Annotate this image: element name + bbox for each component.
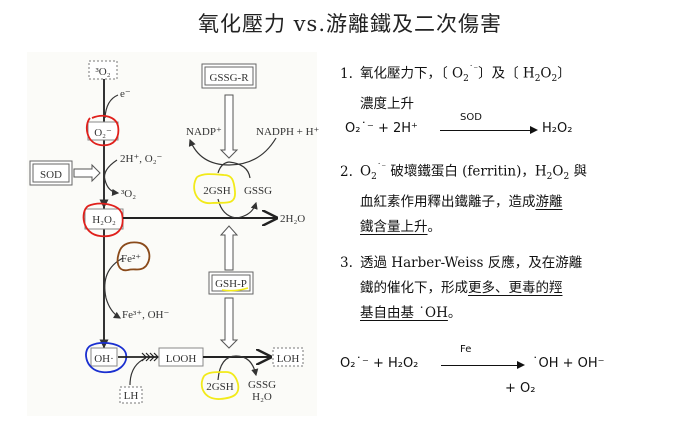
node-gsh-p: GSH-P bbox=[208, 271, 254, 295]
brown-highlight-circle bbox=[116, 241, 151, 272]
note-2-text-a: O bbox=[360, 163, 372, 180]
upper-2gsh: 2GSH bbox=[193, 173, 236, 204]
node-gssg-r: GSSG-R bbox=[201, 63, 257, 89]
note-2-text-c: 與 bbox=[569, 163, 587, 180]
lower-gssg-label: GSSG bbox=[248, 379, 276, 391]
note-1-text-a: 氧化壓力下，〔 O bbox=[360, 65, 464, 82]
eq2-lhs: O₂˙⁻ + H₂O₂ bbox=[340, 356, 419, 371]
node-h2o2: H₂O₂ bbox=[82, 202, 124, 238]
gsh-cycle-top-right bbox=[228, 161, 251, 179]
svg-text:OH·: OH· bbox=[94, 353, 114, 365]
chevron-arrows bbox=[141, 352, 159, 362]
note-2-text-b: 破壞鐵蛋白 (ferritin)，H bbox=[386, 163, 547, 180]
svg-text:SOD: SOD bbox=[40, 169, 62, 181]
yellow-highlight-circle bbox=[193, 173, 236, 204]
node-sod: SOD bbox=[29, 160, 73, 186]
svg-text:H₂O₂: H₂O₂ bbox=[92, 214, 116, 226]
sod-hollow-arrow bbox=[73, 163, 101, 183]
note-3: 3. 透過 Harber-Weiss 反應，及在游離 鐵的催化下，形成更多、更毒的… bbox=[340, 251, 582, 326]
lower-h2o-label: H₂O bbox=[252, 391, 272, 403]
gsh-cycle-bottom bbox=[217, 198, 258, 219]
gsh-p-up-hollow-arrow bbox=[219, 225, 239, 271]
node-looh: LOOH bbox=[158, 347, 204, 367]
svg-text:Fe²⁺: Fe²⁺ bbox=[121, 253, 141, 265]
node-loh: LOH bbox=[272, 347, 304, 367]
note-3-line-3-tail: 。 bbox=[447, 305, 462, 321]
eq1-lhs: O₂˙⁻ + 2H⁺ bbox=[345, 121, 418, 136]
note-2-line-3-underlined: 鐵含量上升 bbox=[360, 219, 428, 236]
red-highlight-circle bbox=[82, 202, 124, 238]
sod-inputs-label: 2H⁺, O₂⁻ bbox=[120, 153, 163, 165]
water-output-label: 2H₂O bbox=[280, 213, 305, 225]
yellow-highlight-underline bbox=[221, 287, 249, 292]
svg-text:O₂⁻: O₂⁻ bbox=[94, 127, 112, 139]
note-number: 2. bbox=[340, 163, 353, 180]
fenton-reaction-curve bbox=[104, 257, 124, 319]
eq2-arrow bbox=[441, 365, 519, 366]
eq2-arrowhead bbox=[517, 361, 525, 369]
note-3-line-3-underlined: 基自由基 ˙OH bbox=[360, 305, 448, 321]
red-highlight-circle bbox=[85, 114, 120, 147]
node-o2-triplet: ³O₂ bbox=[88, 60, 118, 80]
note-2-line-2: 血紅素作用釋出鐵離子，造成 bbox=[360, 194, 536, 211]
electron-arrow bbox=[104, 94, 119, 119]
svg-text:LH: LH bbox=[124, 390, 139, 402]
electron-label: e⁻ bbox=[120, 88, 131, 100]
fe3-oh-label: Fe³⁺, OH⁻ bbox=[122, 309, 169, 321]
eq1-catalyst: SOD bbox=[460, 112, 482, 123]
fe2-node: Fe²⁺ bbox=[116, 241, 151, 272]
svg-text:GSH-P: GSH-P bbox=[215, 278, 247, 290]
note-2: 2.O2˙⁻ 破壞鐵蛋白 (ferritin)，H2O2 與 血紅素作用釋出鐵離… bbox=[340, 156, 587, 240]
nadp-label: NADP⁺ bbox=[186, 126, 222, 138]
upper-gssg-label: GSSG bbox=[244, 185, 272, 197]
slide-title: 氧化壓力 vs.游離鐵及二次傷害 bbox=[198, 12, 502, 36]
eq1-arrow bbox=[440, 130, 532, 131]
sod-output-label: ³O₂ bbox=[121, 188, 136, 200]
note-3-line-2-underlined: 更多、更毒的羥 bbox=[468, 280, 563, 296]
note-3-line-2: 鐵的催化下，形成 bbox=[360, 280, 468, 296]
eq1-arrowhead bbox=[530, 126, 538, 134]
note-1-text-b: 〕及〔 H bbox=[478, 65, 535, 82]
gssg-r-hollow-arrow bbox=[219, 94, 239, 159]
node-hydroxyl: OH· bbox=[85, 341, 128, 374]
svg-text:GSSG-R: GSSG-R bbox=[209, 72, 249, 84]
note-number: 3. bbox=[340, 255, 353, 271]
gsh-cycle-top-left bbox=[217, 161, 230, 174]
note-2-line-3-tail: 。 bbox=[427, 219, 442, 236]
node-superoxide: O₂⁻ bbox=[85, 114, 120, 147]
nadph-reaction-curve bbox=[188, 137, 277, 166]
note-2-line-2-underlined: 游離 bbox=[535, 194, 563, 211]
note-1: 1.氧化壓力下，〔 O2˙⁻〕及〔 H2O2〕 濃度上升 bbox=[340, 58, 571, 117]
note-3-line-1: 透過 Harber-Weiss 反應，及在游離 bbox=[360, 255, 583, 271]
note-1-line-2: 濃度上升 bbox=[360, 96, 414, 113]
blue-highlight-circle bbox=[85, 341, 128, 374]
svg-text:LOOH: LOOH bbox=[166, 353, 197, 365]
equation-1: O₂˙⁻ + 2H⁺ bbox=[345, 121, 418, 136]
svg-text:³O₂: ³O₂ bbox=[95, 66, 110, 78]
eq1-rhs: H₂O₂ bbox=[542, 121, 573, 136]
lh-input-curve bbox=[129, 357, 147, 386]
svg-text:2GSH: 2GSH bbox=[203, 185, 231, 197]
eq2-rhs: ˙OH + OH⁻ bbox=[532, 356, 605, 371]
yellow-highlight-circle bbox=[200, 371, 240, 400]
note-1-text-c: 〕 bbox=[557, 65, 571, 82]
gsh-p-down-hollow-arrow bbox=[219, 297, 239, 349]
nadph-label: NADPH + H⁺ bbox=[256, 126, 320, 138]
note-number: 1. bbox=[340, 65, 353, 82]
svg-text:LOH: LOH bbox=[277, 353, 300, 365]
node-lh: LH bbox=[119, 386, 143, 404]
lower-gsh-reaction-curve bbox=[217, 355, 259, 381]
lower-2gsh: 2GSH bbox=[200, 371, 240, 400]
sod-reaction-curve bbox=[103, 159, 120, 196]
svg-text:2GSH: 2GSH bbox=[206, 381, 234, 393]
eq2-catalyst: Fe bbox=[460, 344, 472, 355]
eq2-rhs-line-2: + O₂ bbox=[505, 381, 536, 396]
